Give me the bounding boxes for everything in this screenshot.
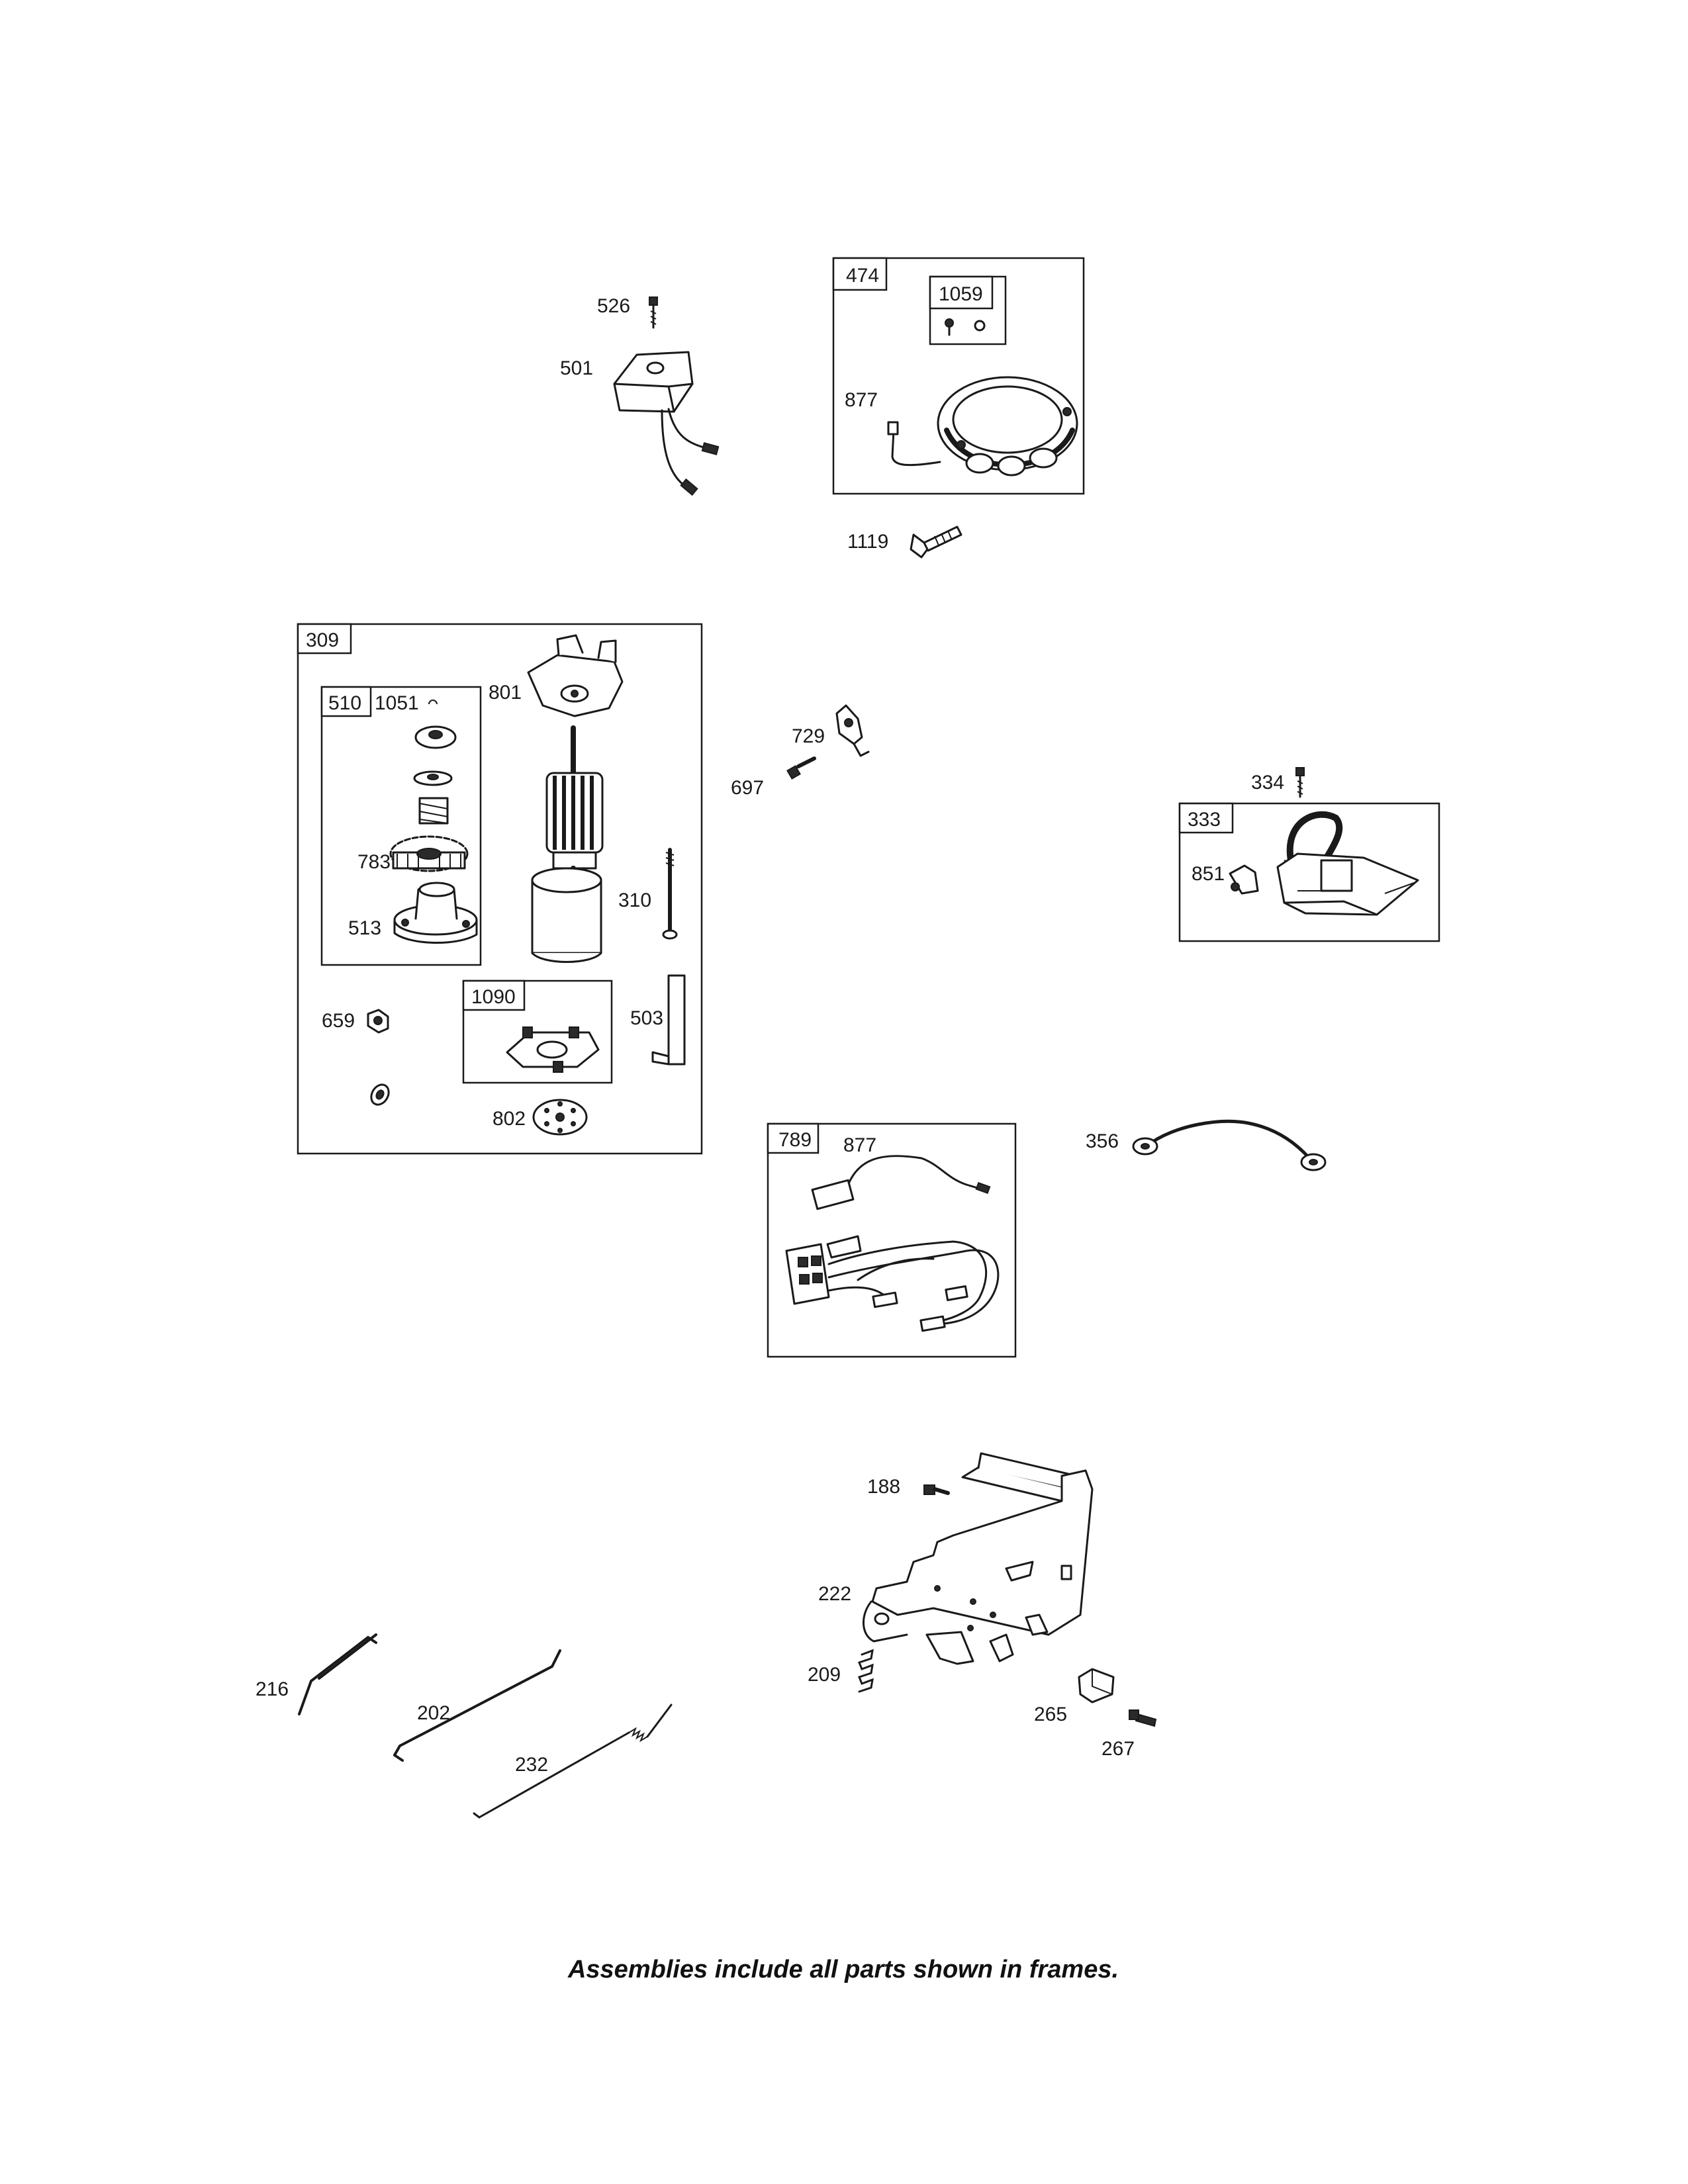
part-1119-bolt: [910, 525, 962, 559]
label-267: 267: [1102, 1738, 1135, 1760]
footer-note: Assemblies include all parts shown in fr…: [567, 1956, 1119, 1983]
part-310-bolt: [662, 848, 678, 940]
label-232: 232: [515, 1754, 548, 1776]
part-333-ignition-coil: [1276, 811, 1419, 916]
label-188: 188: [867, 1476, 900, 1498]
label-783: 783: [357, 851, 391, 873]
part-801-end-cap: [527, 634, 624, 717]
label-310: 310: [618, 889, 651, 911]
label-877-stator: 877: [845, 389, 878, 411]
label-503: 503: [630, 1007, 663, 1029]
label-474: 474: [846, 265, 879, 287]
part-222-control-bracket: [863, 1452, 1094, 1665]
frame-1059: [929, 275, 1007, 345]
label-1119: 1119: [847, 531, 888, 553]
label-202: 202: [417, 1702, 450, 1724]
label-802: 802: [492, 1108, 526, 1130]
part-188-screw: [923, 1484, 950, 1495]
part-216-link: [298, 1633, 377, 1715]
label-697: 697: [731, 777, 764, 799]
part-729-bracket: [835, 704, 870, 757]
part-1090-brush-plate: [506, 1026, 600, 1073]
part-1059-hardware: [945, 318, 986, 336]
frame-1090: [462, 979, 613, 1084]
part-877-stator: [887, 376, 1078, 477]
label-513: 513: [348, 917, 381, 939]
label-356: 356: [1086, 1130, 1119, 1152]
part-232-spring-link: [473, 1704, 673, 1819]
part-802-plate: [532, 1099, 588, 1136]
label-729: 729: [792, 725, 825, 747]
label-1051: 1051: [375, 692, 419, 714]
part-851-clip: [1229, 864, 1259, 895]
part-789-wiring-harness: [785, 1155, 1000, 1332]
label-333: 333: [1188, 809, 1221, 831]
label-1090: 1090: [471, 986, 516, 1008]
part-513-housing: [393, 882, 478, 944]
frame-333: [1178, 802, 1440, 942]
part-motor-housing: [531, 867, 602, 963]
label-334: 334: [1251, 772, 1284, 794]
part-202-link: [393, 1649, 561, 1762]
frame-474: [832, 257, 1085, 495]
label-659: 659: [322, 1010, 355, 1032]
label-265: 265: [1034, 1704, 1067, 1725]
frame-309: [297, 623, 703, 1155]
part-334-screw: [1295, 767, 1305, 798]
label-216: 216: [256, 1678, 289, 1700]
label-801: 801: [489, 682, 522, 704]
label-222: 222: [818, 1583, 851, 1605]
part-503-bracket: [651, 974, 686, 1066]
part-armature: [545, 725, 604, 883]
part-265-clip: [1078, 1668, 1115, 1704]
part-1051-clip: [428, 700, 438, 705]
label-1059: 1059: [939, 283, 983, 305]
label-526: 526: [597, 295, 630, 317]
part-783-gear: [389, 835, 469, 872]
label-851: 851: [1192, 863, 1225, 885]
part-510-drive-stack: [413, 725, 457, 825]
frame-789: [767, 1122, 1017, 1358]
part-501-regulator: [613, 351, 720, 496]
part-356-ground-wire: [1132, 1119, 1327, 1171]
part-697-screw: [786, 756, 816, 780]
frame-510: [320, 686, 482, 966]
part-526-screw: [649, 296, 658, 329]
part-267-screw: [1129, 1709, 1157, 1727]
label-501: 501: [560, 357, 593, 379]
label-510: 510: [328, 692, 361, 714]
label-309: 309: [306, 629, 339, 651]
label-209: 209: [808, 1664, 841, 1686]
part-659-nut: [367, 1009, 389, 1034]
part-washer: [370, 1083, 390, 1106]
part-209-spring: [858, 1649, 874, 1693]
label-877-harness: 877: [843, 1134, 876, 1156]
label-789: 789: [778, 1129, 812, 1151]
